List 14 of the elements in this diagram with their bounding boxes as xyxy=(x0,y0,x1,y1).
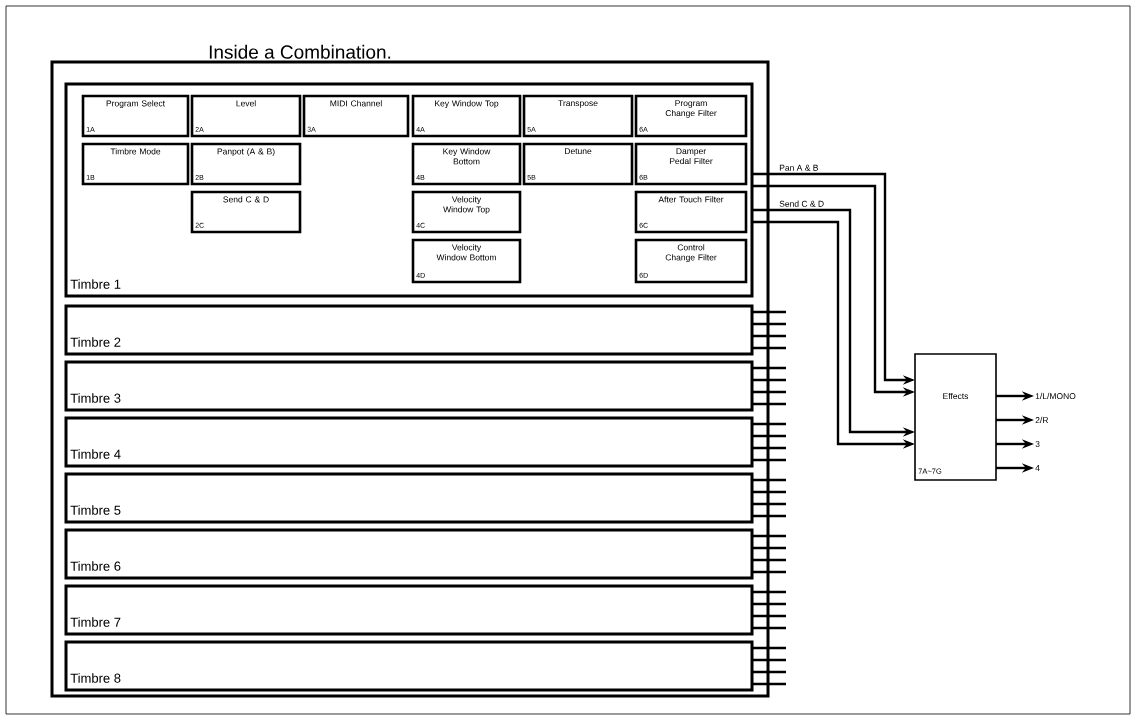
output-label: 2/R xyxy=(1035,416,1049,424)
output-label: 4 xyxy=(1035,465,1040,471)
output-label: 3 xyxy=(1035,441,1040,447)
timbre-box: Timbre 5 xyxy=(64,472,754,524)
timbre-box: Timbre 6 xyxy=(64,528,754,580)
output-label: 1/L/MONO xyxy=(1035,392,1076,400)
node-label: Inside a Combination. xyxy=(209,44,391,59)
edge-label: Pan A & B xyxy=(778,163,820,172)
timbre-box: Timbre 7 xyxy=(64,584,754,636)
timbre-box: Timbre 2 xyxy=(64,304,754,356)
timbre-box: Timbre 3 xyxy=(64,360,754,412)
edge-label: Send C & D xyxy=(778,199,826,208)
timbre-box: Timbre 8 xyxy=(64,640,754,692)
timbre-box: Timbre 4 xyxy=(64,416,754,468)
